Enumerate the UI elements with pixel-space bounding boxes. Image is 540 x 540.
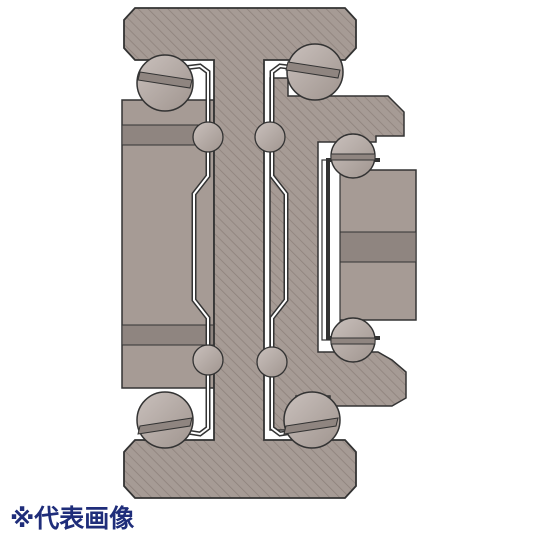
right-inner-carrier: [321, 159, 417, 341]
representative-image-caption: ※代表画像: [10, 504, 135, 533]
large-ball-top-right: [285, 43, 344, 101]
large-ball-bottom-right: [283, 391, 341, 449]
medium-ball-carrier-top: [330, 133, 376, 179]
small-ball-upper-right: [254, 121, 286, 153]
medium-ball-carrier-bottom: [330, 317, 376, 363]
small-ball-lower-left: [192, 344, 224, 376]
large-ball-top-left: [136, 54, 194, 112]
small-ball-upper-left: [192, 121, 224, 153]
small-ball-lower-right: [256, 346, 288, 378]
large-ball-bottom-left: [136, 391, 194, 449]
